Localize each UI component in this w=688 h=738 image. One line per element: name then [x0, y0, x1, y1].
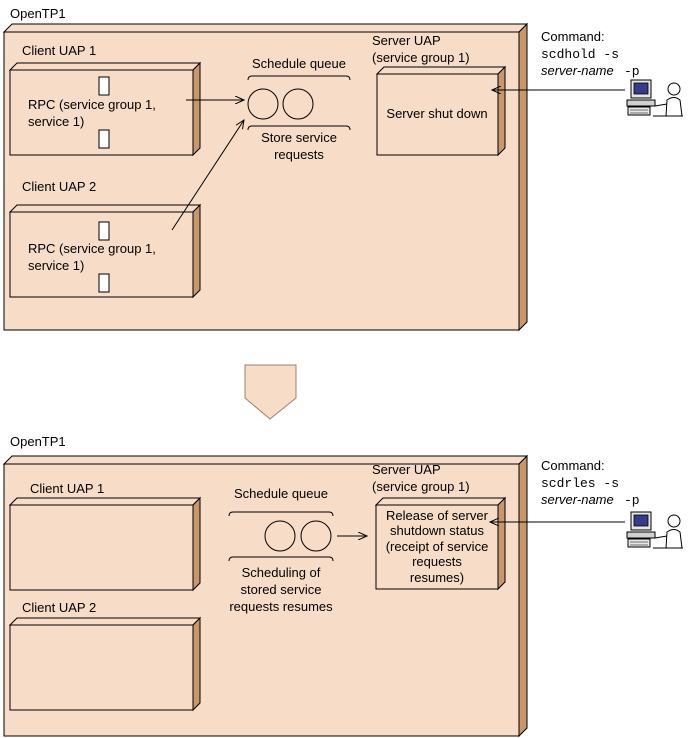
bottom-client1-box	[8, 496, 202, 592]
top-command-arg-italic: server-name	[541, 63, 614, 78]
top-server-label-line1: Server UAP	[372, 33, 441, 48]
top-queue-brace-lower	[247, 125, 351, 131]
bottom-queue-label: Schedule queue	[234, 486, 328, 501]
bottom-panel: OpenTP1 Client UAP 1 Client UAP 2 Schedu…	[2, 434, 683, 738]
top-client1-stub-bottom	[98, 129, 110, 149]
bottom-server-body-line3: (receipt of service	[386, 539, 489, 554]
bottom-operator-computer-icon	[626, 511, 683, 549]
bottom-server-body-line1: Release of server	[386, 508, 489, 523]
top-command-label: Command:	[541, 29, 605, 44]
top-client1-rpc-line2: service 1)	[28, 114, 84, 129]
top-queue-slot-1	[247, 88, 279, 120]
bottom-server-body-line2: shutdown status	[390, 523, 484, 538]
bottom-queue-caption-line2: stored service	[241, 582, 322, 597]
top-client2-stub-bottom	[98, 273, 110, 293]
top-command-arg-flag: -p	[624, 64, 640, 79]
top-client1-label: Client UAP 1	[22, 43, 96, 58]
bottom-server-label-line2: (service group 1)	[372, 479, 470, 494]
bottom-command-arg-flag: -p	[624, 493, 640, 508]
top-opentp1-title: OpenTP1	[10, 6, 66, 21]
top-client1-rpc-line1: RPC (service group 1,	[28, 97, 156, 112]
transition-down-arrow	[244, 364, 297, 420]
top-queue-caption-line1: Store service	[261, 130, 337, 145]
bottom-client2-label: Client UAP 2	[22, 600, 96, 615]
top-server-body: Server shut down	[386, 106, 487, 121]
top-client2-rpc-line1: RPC (service group 1,	[28, 241, 156, 256]
bottom-command-arg-italic: server-name	[541, 492, 614, 507]
top-server-label-line2: (service group 1)	[372, 50, 470, 65]
bottom-queue-slot-1	[264, 520, 296, 552]
top-client2-rpc-line2: service 1)	[28, 258, 84, 273]
bottom-command-cmd: scdrles -s	[541, 476, 619, 491]
top-queue-brace-upper	[247, 75, 351, 81]
bottom-queue-caption-line3: requests resumes	[229, 599, 333, 614]
bottom-opentp1-title: OpenTP1	[10, 434, 66, 449]
bottom-queue-brace-upper	[228, 511, 334, 517]
bottom-command-label: Command:	[541, 458, 605, 473]
bottom-queue-brace-lower	[228, 556, 334, 562]
top-client2-stub-top	[98, 221, 110, 241]
top-command-cmd: scdhold -s	[541, 47, 619, 62]
top-queue-slot-2	[282, 88, 314, 120]
top-queue-label: Schedule queue	[252, 56, 346, 71]
top-client2-label: Client UAP 2	[22, 179, 96, 194]
bottom-server-body-line5: resumes)	[410, 570, 464, 585]
top-panel: OpenTP1 Client UAP 1 RPC (service group …	[2, 6, 683, 332]
bottom-server-label-line1: Server UAP	[372, 462, 441, 477]
top-client1-stub-top	[98, 76, 110, 96]
bottom-queue-caption-line1: Scheduling of	[242, 565, 321, 580]
bottom-queue-slot-2	[300, 520, 332, 552]
top-queue-caption-line2: requests	[274, 147, 324, 162]
bottom-server-box	[374, 496, 507, 591]
bottom-client2-box	[8, 616, 202, 712]
top-arrow-client2-to-queue	[171, 120, 244, 231]
bottom-server-body-line4: requests	[412, 554, 462, 569]
top-operator-computer-icon	[626, 79, 683, 117]
bottom-client1-label: Client UAP 1	[30, 481, 104, 496]
